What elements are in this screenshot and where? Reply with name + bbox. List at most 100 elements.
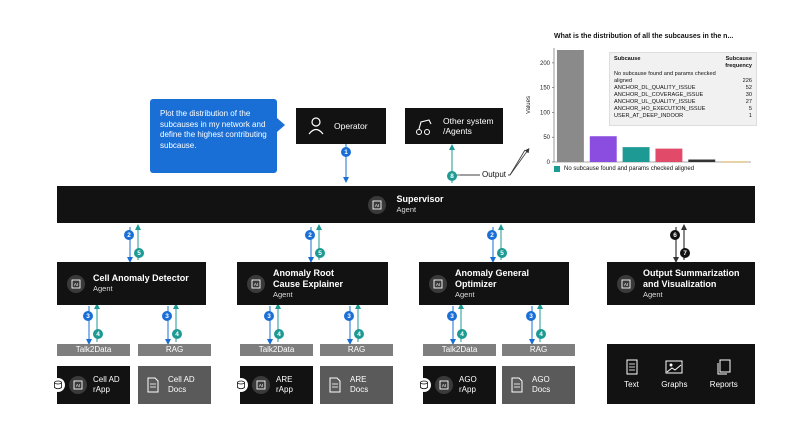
table-row: USER_AT_DEEP_INDOOR 1 xyxy=(614,113,752,120)
ai-chip-icon: AI xyxy=(617,274,635,293)
legend-label: No subcause found and params checked ali… xyxy=(564,166,695,172)
supervisor-title: Supervisor xyxy=(396,194,444,204)
step-badge-3: 3 xyxy=(162,311,172,321)
rapp-line2: rApp xyxy=(93,385,110,394)
rapp-line1: Cell AD xyxy=(93,375,120,384)
svg-text:AI: AI xyxy=(436,282,440,287)
step-badge-3: 3 xyxy=(264,311,274,321)
step-badge-3: 3 xyxy=(83,311,93,321)
bar-5 xyxy=(721,161,749,163)
other-system-line2: /Agents xyxy=(443,126,472,136)
step-badge-3: 3 xyxy=(344,311,354,321)
step-badge-6: 6 xyxy=(670,230,680,240)
output-text-label: Text xyxy=(624,380,639,389)
table-cell-frequency: 30 xyxy=(745,92,752,98)
svg-text:AI: AI xyxy=(259,383,263,388)
agent-title-line2: and Visualization xyxy=(643,278,717,289)
docs-line2: Docs xyxy=(532,385,551,394)
database-icon xyxy=(417,378,431,392)
table-cell-frequency: 226 xyxy=(742,78,752,84)
table-cell-subcause: USER_AT_DEEP_INDOOR xyxy=(614,113,684,119)
ai-chip-icon: AI xyxy=(69,376,87,394)
rapp-line2: rApp xyxy=(276,385,293,394)
table-cell-subcause: No subcause found and params checked ali… xyxy=(614,71,716,84)
output-label: Output xyxy=(480,170,509,179)
legend-swatch xyxy=(554,166,560,172)
rapp-cell-ad[interactable]: AI Cell AD rApp xyxy=(51,366,130,404)
svg-text:AI: AI xyxy=(375,203,379,208)
chart-inset-table: Subcause Subcause frequency No subcause … xyxy=(609,52,757,126)
output-reports-label: Reports xyxy=(709,380,738,389)
step-badge-4: 4 xyxy=(93,329,103,339)
database-icon xyxy=(234,378,248,392)
step-badge-1: 1 xyxy=(341,147,351,157)
other-system-box[interactable]: Other system /Agents xyxy=(405,108,503,144)
docs-are[interactable]: ARE Docs xyxy=(320,366,393,404)
rapp-ago[interactable]: AI AGO rApp xyxy=(417,366,496,404)
step-badge-5c: 5 xyxy=(497,248,507,258)
step-badge-7: 7 xyxy=(680,248,690,258)
docs-line1: Cell AD xyxy=(168,375,195,384)
docs-cell-ad[interactable]: Cell AD Docs xyxy=(138,366,211,404)
talk2data-label-2: Talk2Data xyxy=(240,344,313,356)
output-text[interactable]: Text xyxy=(624,359,639,389)
other-system-line1: Other system xyxy=(443,116,494,126)
agent-output-summarization[interactable]: AI Output Summarization and Visualizatio… xyxy=(607,262,755,305)
output-graphs-label: Graphs xyxy=(661,380,688,389)
agent-subtitle: Agent xyxy=(643,289,663,299)
table-row: ANCHOR_DL_COVERAGE_ISSUE 30 xyxy=(614,92,752,99)
step-badge-5b: 5 xyxy=(315,248,325,258)
supervisor-box[interactable]: AI Supervisor Agent xyxy=(57,186,755,223)
text-document-icon xyxy=(626,359,637,375)
outputs-box: Text Graphs Reports xyxy=(607,344,755,404)
y-tick-label: 50 xyxy=(543,135,550,141)
talk2data-label-3: Talk2Data xyxy=(423,344,496,356)
prompt-text: Plot the distribution of the subcauses i… xyxy=(160,109,267,150)
bar-1 xyxy=(589,136,617,162)
step-badge-4: 4 xyxy=(274,329,284,339)
rapp-line2: rApp xyxy=(459,385,476,394)
agent-anomaly-general-optimizer[interactable]: AI Anomaly General Optimizer Agent xyxy=(419,262,569,305)
y-axis-label: Values xyxy=(526,96,532,114)
docs-line2: Docs xyxy=(350,385,369,394)
output-reports[interactable]: Reports xyxy=(710,359,738,389)
talk2data-label-1: Talk2Data xyxy=(57,344,130,356)
rag-label-3: RAG xyxy=(502,344,575,356)
docs-ago[interactable]: AGO Docs xyxy=(502,366,575,404)
y-tick-label: 0 xyxy=(547,160,551,166)
table-cell-subcause: ANCHOR_DL_QUALITY_ISSUE xyxy=(614,85,696,91)
agent-title-line2: Optimizer xyxy=(455,278,497,289)
ai-chip-icon: AI xyxy=(368,195,387,214)
table-cell-frequency: 1 xyxy=(748,113,752,119)
image-graph-icon xyxy=(665,360,683,374)
table-cell-frequency: 27 xyxy=(745,99,752,105)
agent-title-line1: Anomaly Root xyxy=(273,267,335,278)
document-icon xyxy=(329,377,341,393)
agent-anomaly-root-cause-explainer[interactable]: AI Anomaly Root Cause Explainer Agent xyxy=(237,262,388,305)
bar-0 xyxy=(556,49,584,163)
output-graphs[interactable]: Graphs xyxy=(661,359,687,389)
table-cell-frequency: 5 xyxy=(748,106,752,112)
rapp-line1: AGO xyxy=(459,375,477,384)
table-cell-subcause: ANCHOR_DL_COVERAGE_ISSUE xyxy=(614,92,704,98)
step-badge-2c: 2 xyxy=(487,230,497,240)
svg-text:AI: AI xyxy=(624,282,628,287)
database-icon xyxy=(51,378,65,392)
agent-title-line1: Cell Anomaly Detector xyxy=(93,273,189,283)
agent-cell-anomaly-detector[interactable]: AI Cell Anomaly Detector Agent xyxy=(57,262,206,305)
agent-subtitle: Agent xyxy=(455,289,475,299)
rapp-are[interactable]: AI ARE rApp xyxy=(234,366,313,404)
reports-copy-icon xyxy=(717,359,731,375)
agent-subtitle: Agent xyxy=(273,289,293,299)
y-tick-label: 100 xyxy=(540,110,551,116)
agent-title-line1: Output Summarization xyxy=(643,267,740,278)
person-icon xyxy=(308,117,324,135)
table-row: No subcause found and params checked ali… xyxy=(614,71,752,85)
operator-box[interactable]: Operator xyxy=(296,108,386,144)
operator-label: Operator xyxy=(334,121,368,131)
step-badge-4: 4 xyxy=(172,329,182,339)
y-tick-label: 150 xyxy=(540,86,551,92)
rag-label-2: RAG xyxy=(320,344,393,356)
